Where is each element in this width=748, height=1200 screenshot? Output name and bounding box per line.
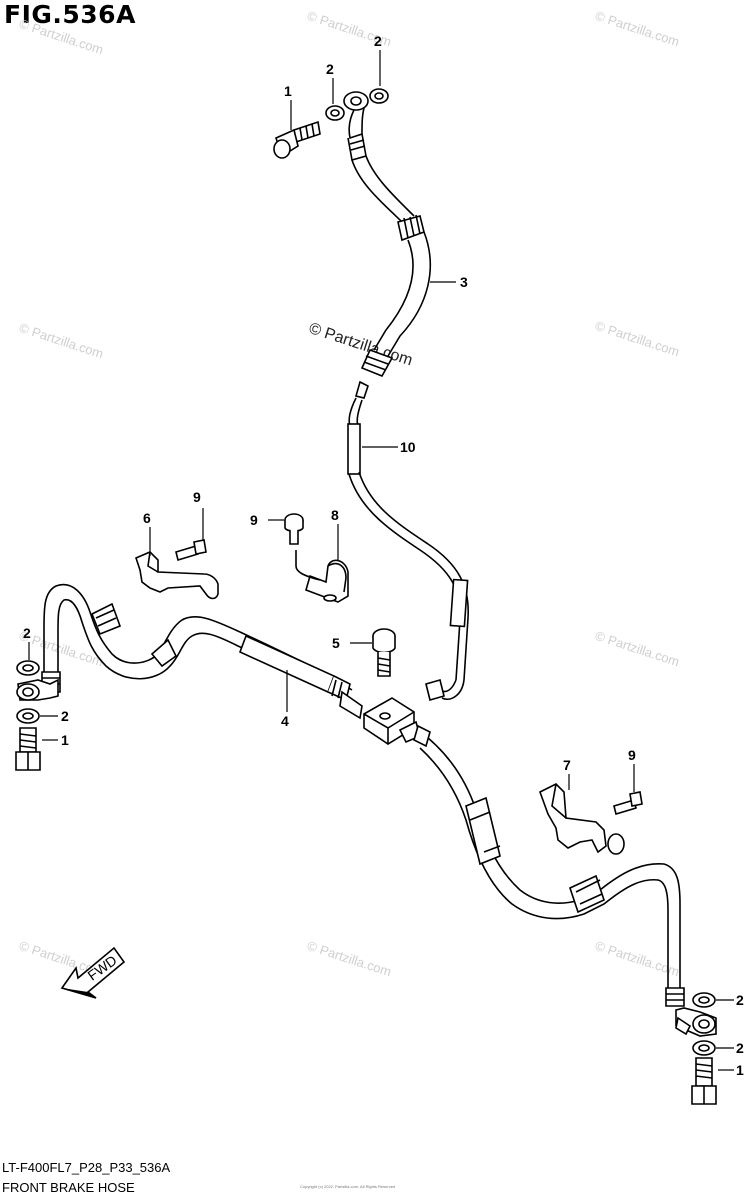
figure-name: FRONT BRAKE HOSE bbox=[2, 1180, 135, 1195]
copyright-notice: Copyright (c) 2022, Partzilla.com, All R… bbox=[300, 1184, 396, 1189]
callout-label: 9 bbox=[628, 747, 636, 763]
callout-label: 8 bbox=[331, 507, 339, 523]
hose-right bbox=[413, 724, 685, 1007]
callout-label: 9 bbox=[250, 512, 258, 528]
callout-label: 2 bbox=[736, 992, 744, 1008]
callout-label: 2 bbox=[736, 1040, 744, 1056]
bolt-9-mid bbox=[284, 513, 304, 545]
callout-label: 4 bbox=[281, 713, 289, 729]
washer-right-a bbox=[692, 992, 716, 1008]
washer-top-a bbox=[325, 105, 345, 121]
callout-label: 9 bbox=[193, 489, 201, 505]
hose-3 bbox=[343, 91, 432, 378]
washer-left-b bbox=[16, 708, 40, 724]
union-bolt-top bbox=[273, 120, 321, 159]
bolt-5 bbox=[372, 628, 396, 677]
figure-title: FIG.536A bbox=[4, 0, 136, 29]
callout-label: 10 bbox=[400, 439, 416, 455]
bolt-9-right bbox=[613, 791, 643, 816]
bolt-9-left bbox=[175, 539, 207, 562]
hose-10 bbox=[347, 380, 469, 701]
callout-label: 2 bbox=[374, 33, 382, 49]
hose-4 bbox=[41, 583, 355, 705]
t-joint bbox=[339, 690, 421, 745]
bracket-6 bbox=[135, 551, 219, 600]
washer-left-a bbox=[16, 660, 40, 676]
union-bolt-left bbox=[15, 727, 41, 771]
callout-label: 2 bbox=[23, 625, 31, 641]
leader-lines bbox=[28, 50, 734, 1071]
washer-top-b bbox=[369, 88, 389, 104]
callout-label: 6 bbox=[143, 510, 151, 526]
callouts: 1 2 2 3 10 9 6 9 8 5 4 2 2 1 7 9 2 2 1 bbox=[23, 33, 744, 1078]
fwd-arrow-icon: FWD bbox=[60, 946, 126, 999]
figure-code: LT-F400FL7_P28_P33_536A bbox=[2, 1160, 171, 1175]
washer-right-b bbox=[692, 1040, 716, 1056]
callout-label: 7 bbox=[563, 757, 571, 773]
callout-label: 2 bbox=[326, 61, 334, 77]
banjo-left bbox=[16, 678, 59, 701]
banjo-right bbox=[675, 1007, 717, 1037]
union-bolt-right bbox=[691, 1057, 717, 1105]
callout-label: 1 bbox=[736, 1062, 744, 1078]
bracket-7 bbox=[539, 783, 625, 855]
callout-label: 1 bbox=[284, 83, 292, 99]
callout-label: 1 bbox=[61, 732, 69, 748]
callout-label: 2 bbox=[61, 708, 69, 724]
callout-label: 5 bbox=[332, 635, 340, 651]
clamp-8 bbox=[295, 550, 349, 603]
callout-label: 3 bbox=[460, 274, 468, 290]
